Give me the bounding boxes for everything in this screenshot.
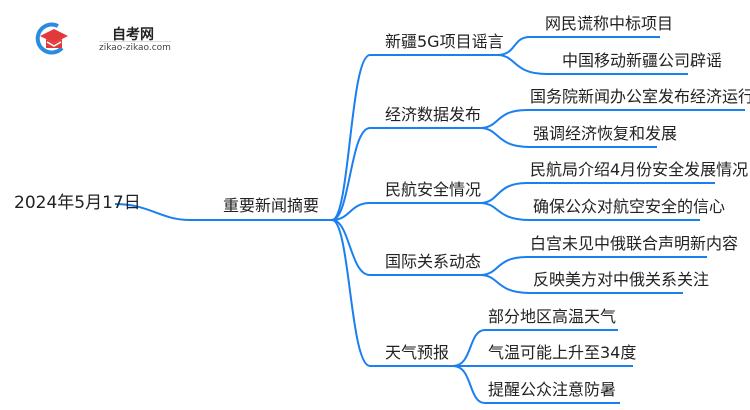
graduation-cap-logo-icon	[35, 22, 68, 55]
leaf-node[interactable]: 中国移动新疆公司辟谣	[562, 51, 723, 70]
leaf-node[interactable]: 反映美方对中俄关系关注	[533, 270, 710, 289]
logo-title: 自考网	[112, 27, 154, 43]
logo: 自考网 zikao-zikao.com	[32, 18, 172, 58]
branch-node[interactable]: 新疆5G项目谣言	[385, 32, 504, 51]
leaf-node[interactable]: 民航局介绍4月份安全发展情况	[530, 160, 749, 179]
branch-connector	[331, 219, 480, 276]
branch-connector	[331, 202, 480, 221]
leaf-node[interactable]: 提醒公众注意防暑	[488, 380, 617, 399]
leaf-connector	[479, 127, 657, 148]
leaf-connector	[452, 329, 618, 367]
leaf-node[interactable]: 部分地区高温天气	[488, 307, 617, 326]
leaf-connector	[479, 109, 745, 129]
leaf-connector	[479, 202, 700, 221]
branch-node[interactable]: 民航安全情况	[385, 180, 482, 199]
logo-url: zikao-zikao.com	[99, 41, 171, 53]
leaf-connector	[496, 54, 688, 75]
leaf-node[interactable]: 国务院新闻办公室发布经济运行情况	[530, 87, 750, 106]
leaf-connector	[479, 182, 715, 204]
leaf-node[interactable]: 气温可能上升至34度	[488, 343, 637, 362]
leaf-node[interactable]: 强调经济恢复和发展	[533, 124, 678, 143]
branch-connector	[331, 219, 453, 367]
leaf-connector	[452, 365, 620, 404]
leaf-node[interactable]: 网民谎称中标项目	[545, 14, 674, 33]
branch-connector	[331, 127, 480, 221]
branch-node[interactable]: 经济数据发布	[385, 105, 482, 124]
root-connector	[114, 203, 332, 221]
branch-node[interactable]: 国际关系动态	[385, 252, 482, 271]
leaf-connector	[479, 274, 683, 294]
leaf-connector	[496, 36, 660, 56]
leaf-node[interactable]: 确保公众对航空安全的信心	[533, 197, 726, 216]
branch-connector	[331, 54, 497, 221]
main-node[interactable]: 重要新闻摘要	[223, 196, 320, 215]
leaf-connector	[479, 256, 707, 276]
root-node[interactable]: 2024年5月17日	[14, 193, 141, 213]
leaf-node[interactable]: 白宫未见中俄联合声明新内容	[530, 234, 739, 253]
branch-node[interactable]: 天气预报	[385, 343, 450, 362]
